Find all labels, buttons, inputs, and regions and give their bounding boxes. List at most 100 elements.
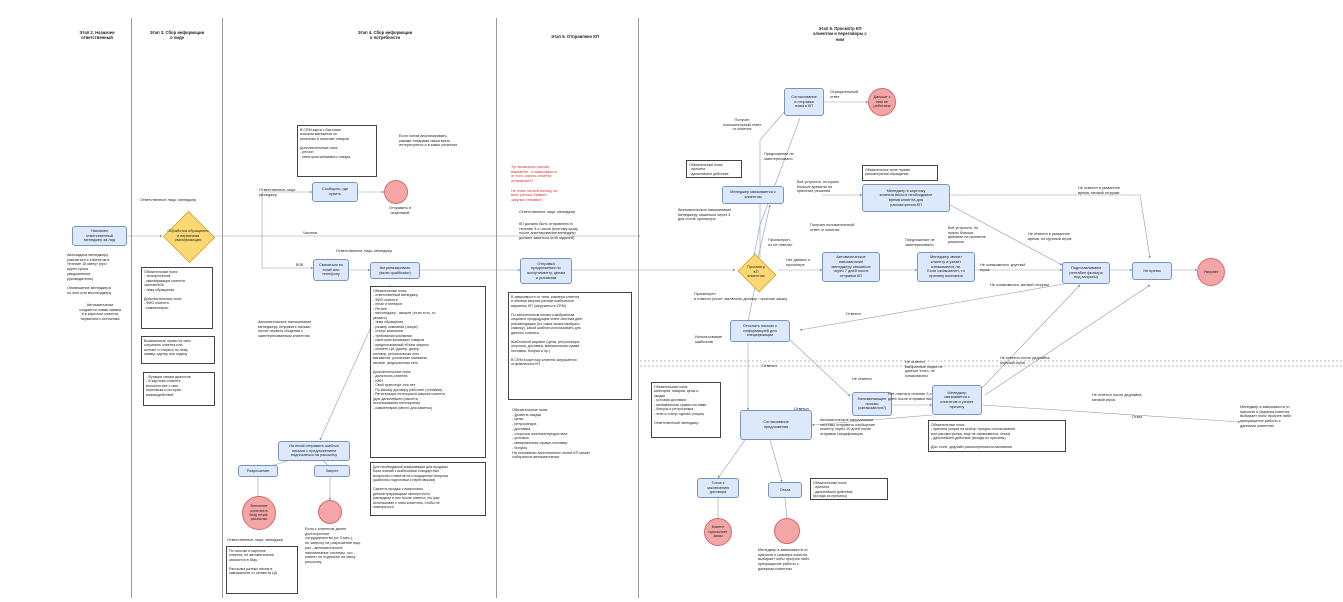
edge-b2b-contact bbox=[261, 236, 314, 270]
decision-label: Обработка обращения и первичная квалифик… bbox=[167, 227, 209, 243]
node-add-mailing[interactable]: Внесение клиента в базу email- рассылки bbox=[242, 496, 276, 530]
node-died[interactable]: Умирает bbox=[1197, 258, 1225, 286]
edge-label-not-interested: Предложение не заинтересовало bbox=[905, 238, 935, 247]
auto-reminder-bottom: Автоматическое напоминание системы отпра… bbox=[820, 418, 875, 437]
responsible-label: Ответственное лицо: менеджер bbox=[140, 198, 197, 202]
decision-view-kp[interactable]: Просмотр КП клиентом bbox=[736, 253, 777, 293]
crm-card-note: В CRM карта с быстрым поиском магазинов … bbox=[297, 125, 377, 177]
node-no-time[interactable]: Не время bbox=[1132, 262, 1172, 280]
reason-fields-note: Обязательные поля: - причина - дальнейше… bbox=[686, 160, 742, 178]
assign-description: Автозадача менеджеру (связаться с клиент… bbox=[67, 253, 112, 295]
lane-title: Этап 6. Просмотр КП клиентом и переговор… bbox=[813, 26, 867, 42]
edge-private-where bbox=[261, 190, 313, 236]
edge-reason-time bbox=[984, 284, 1151, 396]
lane-title: Этап 2. Назначен ответственный bbox=[79, 30, 115, 41]
decision-label: Просмотр КП клиентом bbox=[747, 263, 765, 279]
edge-letter-reminder bbox=[789, 339, 851, 397]
node-approval-send[interactable]: Согласование и отправка нового КП bbox=[784, 88, 824, 116]
decision-processing[interactable]: Обработка обращения и первичная квалифик… bbox=[163, 211, 215, 263]
lane-title: Этап 5. Отправлено КП bbox=[551, 34, 599, 39]
node-email-consent[interactable]: На email отправить шаблон письма с предл… bbox=[278, 441, 350, 461]
red-comment: Тут возможны разные варианты - в зависим… bbox=[511, 165, 558, 203]
node-manager-reason[interactable]: Менеджер связывается с клиентом и узнает… bbox=[932, 385, 982, 415]
edge-label-big-deadline: Не ответил после дедлайна, крупный игрок bbox=[1000, 356, 1051, 365]
edge-label-small-deadline: Не ответил после дедлайна, мелкий игрок bbox=[1092, 393, 1143, 402]
edge-label-refusal: Отказ bbox=[1132, 415, 1143, 419]
auto-reminder-right: Автоматическое напоминание менеджеру свя… bbox=[678, 208, 732, 222]
responsible-label-5: Ответственное лицо: менеджер bbox=[519, 210, 576, 214]
edge-label-positive-2: Получен положительный ответ от клиента bbox=[810, 223, 855, 232]
manager-depends-note: Менеджер в зависимости от причины и разм… bbox=[1240, 405, 1292, 428]
edge-label-negative: Отрицательный ответ bbox=[830, 90, 858, 99]
kp-deadline-note: КП должно быть отправлено в течение 3-х … bbox=[519, 222, 579, 241]
node-refusal-end[interactable] bbox=[774, 518, 800, 544]
node-where-buy[interactable]: Сообщить, где купить bbox=[312, 182, 358, 202]
lane-divider bbox=[222, 18, 223, 598]
chat-ability-note: Возможность прямо из чата сохранить клие… bbox=[141, 336, 215, 364]
node-send-letter[interactable]: Отослать письмо с информацией для специф… bbox=[730, 320, 790, 342]
kp-template-note: В зависимости от типа, размера клиента и… bbox=[508, 292, 632, 400]
node-send-proposal[interactable]: Отправка предложения по ассортименту, це… bbox=[520, 258, 572, 284]
node-prepare-list[interactable]: Подготавливаем рентабел фильтра под запр… bbox=[1062, 262, 1110, 284]
lane-divider bbox=[496, 18, 497, 598]
edge-card-time bbox=[950, 194, 1151, 259]
node-ready-contract[interactable]: Готов к заключению договора bbox=[697, 478, 739, 498]
edge-label-no-data: Нет данных о просмотре bbox=[786, 258, 810, 267]
edge-refusal-circ bbox=[784, 497, 789, 521]
edge-label-small: Не ознакомился, мелкий отгрузки bbox=[990, 283, 1050, 287]
node-manager-calls[interactable]: Менеджер звонит клиенту и узнает ознаком… bbox=[917, 252, 975, 282]
reason-fields: Обязательные поля: - причина (опция на в… bbox=[928, 420, 1066, 452]
auto-reminder-note: Автоматическое напоминание менеджеру отп… bbox=[258, 320, 312, 339]
node-manager-card[interactable]: Менеджер в карточку клиента вносит необх… bbox=[862, 184, 950, 212]
node-refusal[interactable]: Отказ bbox=[768, 482, 802, 498]
edge-label-viewed-no-reply: Просмотрел, но не ответил bbox=[768, 238, 793, 247]
node-retail-end[interactable] bbox=[384, 180, 408, 204]
responsible-label-4: Ответственное лицо: менеджер bbox=[227, 538, 284, 542]
kp-required-fields: Обязательные поля: - уровень скидки - це… bbox=[512, 408, 591, 460]
mailing-note: По галочке в карточке клиента, ее автома… bbox=[226, 546, 298, 594]
node-reminder-letter[interactable]: Напоминающее письмо (ознакомился?) bbox=[852, 392, 892, 416]
edge-label-answered-2: Ответил bbox=[762, 364, 777, 368]
node-auto-reminder[interactable]: Автоматическое напоминание менеджеру свя… bbox=[822, 252, 880, 282]
edge-view-approval bbox=[759, 109, 787, 258]
node-client-order[interactable]: Клиент присылает заказ bbox=[704, 518, 732, 546]
node-manager-contacts[interactable]: Менеджер связывается с клиентом bbox=[722, 186, 784, 204]
edge-reason-prepare bbox=[979, 284, 1081, 391]
edge-label-suits-2: Всё устроило, но нужно больше времени на… bbox=[948, 226, 986, 245]
node-no-further-work[interactable]: Дальше с ним не работаем bbox=[868, 88, 896, 116]
node-prohibition[interactable]: Запрет bbox=[314, 465, 350, 477]
lane-divider bbox=[131, 18, 132, 598]
node-update-qualification[interactable]: Актуализировать (вклю qualificator) bbox=[370, 262, 420, 279]
lane-title: Этап 4. Сбор информации о потребности bbox=[357, 30, 413, 41]
edge-label-no-answer-1: Не ответил в указанное время, мелкий отг… bbox=[1078, 186, 1120, 195]
responsible-label-3: Ответственное лицо: менеджер bbox=[336, 249, 393, 253]
analyze-note: Если хотим анализировать, какими товарам… bbox=[399, 134, 458, 148]
edge-label-viewed-answered: Просмотрел и ответил (хочет заключить до… bbox=[694, 292, 787, 301]
node-contact-email[interactable]: Связаться по email или телефону bbox=[313, 259, 349, 281]
refusal-fields-note: Обязательные поля: - причина - дальнейше… bbox=[810, 478, 888, 500]
manager-depends-note-2: Менеджер в зависимости от причины и разм… bbox=[758, 548, 810, 571]
edge-label-choice: Не ответил Выбранные опции не данные это… bbox=[905, 360, 943, 379]
dialog-function-note: - Функция связки диалогов - В карточке к… bbox=[143, 372, 215, 406]
retail-end-label: Отправить в нецелевой bbox=[389, 206, 411, 215]
node-agreement[interactable]: Согласование предложения bbox=[740, 410, 812, 440]
lane-title: Этап 3. Сбор информации о лиде bbox=[149, 30, 205, 41]
edge-reason-refusal bbox=[981, 404, 1241, 424]
edge-card-prepare bbox=[949, 204, 1063, 266]
templates-label: Использование шаблонов bbox=[695, 335, 723, 344]
edge-approval-back bbox=[751, 117, 801, 266]
edge-agree-refusal bbox=[769, 439, 783, 483]
node-prohibition-end[interactable] bbox=[318, 500, 342, 524]
lane-divider bbox=[638, 18, 639, 598]
edge-reason-agree bbox=[811, 414, 933, 427]
edge-label-b2b: B2B bbox=[296, 263, 304, 267]
assign-description-2: Автоматически создается новая заявка в в… bbox=[79, 303, 121, 322]
edge-agree-ready bbox=[717, 439, 746, 479]
script-note: Для необходимой информации для продажи Б… bbox=[370, 462, 486, 516]
review-time-note: Обязательное поле: время рассмотрения об… bbox=[862, 165, 938, 181]
node-assign-manager[interactable]: Назначен ответственный менеджер за лид bbox=[72, 226, 127, 246]
edge-label-big: Не ознакомился, крупный игрок bbox=[980, 263, 1026, 272]
node-permission[interactable]: Разрешение bbox=[238, 465, 278, 477]
